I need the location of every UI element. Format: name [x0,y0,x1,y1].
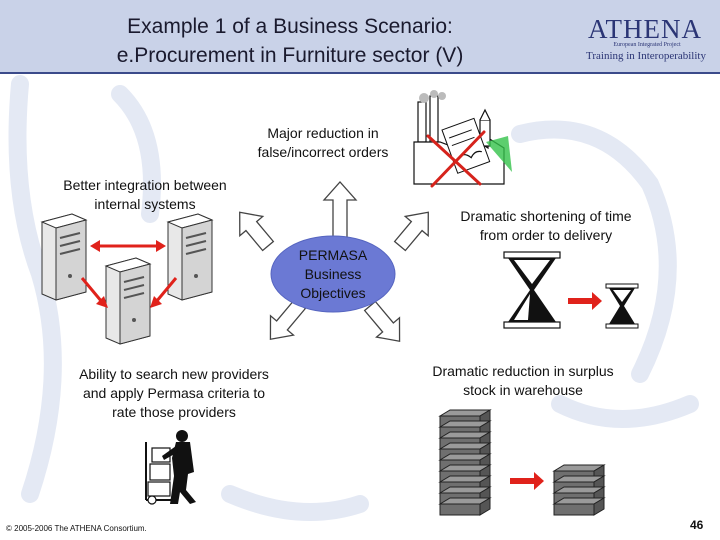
page-number: 46 [690,518,704,532]
arrow-up-left [239,211,275,252]
arrow-up [322,181,358,241]
computer-bottom [105,257,151,345]
header-bar [0,0,720,72]
factory-crossed-order-icon [413,90,512,188]
hourglass-large [503,251,561,329]
objective-label-top: Major reduction in false/incorrect order… [257,125,389,160]
slide-title: Example 1 of a Business Scenario: e.Proc… [40,12,540,70]
computer-left [41,213,87,301]
stock-stack-large [439,409,491,516]
title-line-1: Example 1 of a Business Scenario: [127,15,453,38]
arrow-down-right [363,300,401,343]
athena-logo: ATHENA [588,14,702,44]
computer-right [167,213,213,301]
warehouse-stock-icon [439,409,605,516]
logo-tagline: European Integrated Project [613,42,681,48]
arrow-down-left [269,298,307,341]
header-divider [0,72,720,74]
center-objectives-label: PERMASA Business Objectives [298,247,368,301]
delivery-worker-icon [145,430,196,505]
copyright-notice: © 2005-2006 The ATHENA Consortium. [6,524,147,533]
objective-label-right: Dramatic shortening of time from order t… [460,208,632,243]
hourglass-small [605,283,639,329]
objective-label-bottom-left: Ability to search new providers and appl… [79,366,269,420]
stock-stack-small [553,464,605,516]
hourglass-time-icon [503,251,639,329]
background-watermark [8,75,699,521]
logo-subtitle: Training in Interoperability [586,50,706,62]
objective-label-bottom-right: Dramatic reduction in surplus stock in w… [432,363,614,398]
center-ellipse [270,235,396,313]
objective-label-left: Better integration between internal syst… [63,177,227,212]
computer-servers-icon [41,213,213,345]
title-line-2: e.Procurement in Furniture sector (V) [116,44,464,67]
arrow-up-right [393,211,429,252]
